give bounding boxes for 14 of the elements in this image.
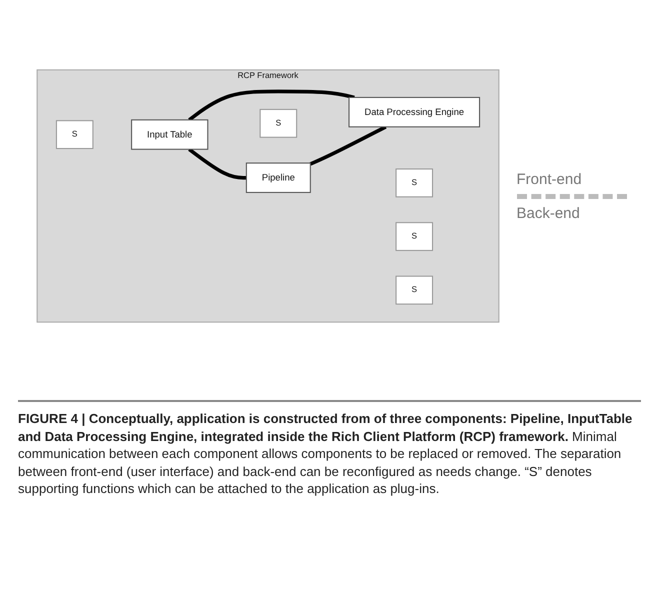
- node-box: S: [395, 276, 433, 305]
- node-box: S: [395, 168, 433, 198]
- figure-caption: FIGURE 4 | Conceptually, application is constructed from of three components: Pipeline, InputTable and Data Processing Engine, integrated inside the Rich Client Platform (RCP) framework. Minimal communication between each component allows components to be replaced or removed. The separation between front-end (user interface) and back-end can be reconfigured as needs change. “S” denotes supporting functions which can be attached to the application as plug-ins.: [18, 400, 641, 498]
- connector: [188, 90, 354, 122]
- layer-label: Back-end: [516, 204, 581, 222]
- node-box: S: [395, 222, 433, 251]
- layer-label: Front-end: [516, 170, 583, 188]
- connector: [188, 148, 246, 180]
- connector: [309, 125, 386, 166]
- node-box: S: [259, 108, 297, 138]
- node-box: Input Table: [130, 119, 208, 150]
- node-box: S: [55, 120, 93, 150]
- node-box: Pipeline: [245, 162, 310, 193]
- node-box: Data Processing Engine: [348, 96, 480, 128]
